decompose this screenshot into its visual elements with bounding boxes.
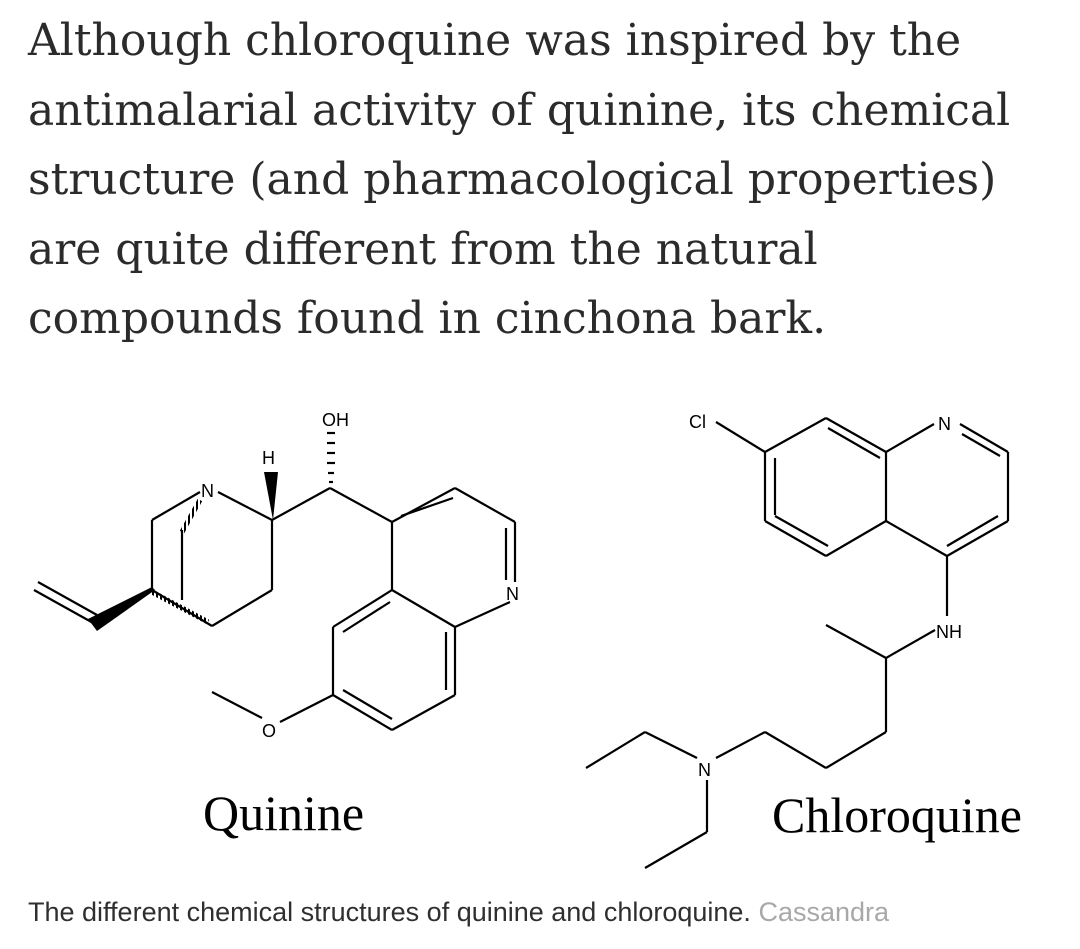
- article-paragraph: Although chloroquine was inspired by the…: [28, 6, 1058, 354]
- quinine-oh-label: OH: [322, 410, 349, 430]
- structures-drawing: OH H N N O: [33, 410, 1010, 869]
- quinine-structure: [33, 431, 517, 731]
- chloroquine-label: Chloroquine: [772, 787, 1022, 843]
- article-line: antimalarial activity of quinine, its ch…: [28, 84, 1011, 136]
- article-line: structure (and pharmacological propertie…: [28, 154, 997, 205]
- quinine-label: Quinine: [203, 785, 365, 841]
- chloroquine-structure: [585, 417, 1010, 869]
- quinine-h-label: H: [262, 448, 275, 468]
- caption-credit: Cassandra: [758, 897, 890, 927]
- article-line: Although chloroquine was inspired by the: [28, 15, 962, 66]
- quinine-n-ring-label: N: [506, 584, 519, 604]
- quinine-n-bridge-label: N: [201, 481, 214, 501]
- chloroquine-cl-label: Cl: [689, 412, 706, 432]
- quinine-o-label: O: [262, 721, 276, 741]
- chloroquine-nh-label: NH: [936, 622, 962, 642]
- caption-text: The different chemical structures of qui…: [28, 897, 751, 927]
- article-line: are quite different from the natural: [28, 223, 818, 275]
- chemical-structures-figure: OH H N N O: [0, 380, 1080, 880]
- article-line: compounds found in cinchona bark.: [28, 293, 827, 344]
- figure-caption: The different chemical structures of qui…: [28, 897, 889, 928]
- chloroquine-n-amine-label: N: [698, 760, 711, 780]
- chloroquine-n-ring-label: N: [938, 414, 951, 434]
